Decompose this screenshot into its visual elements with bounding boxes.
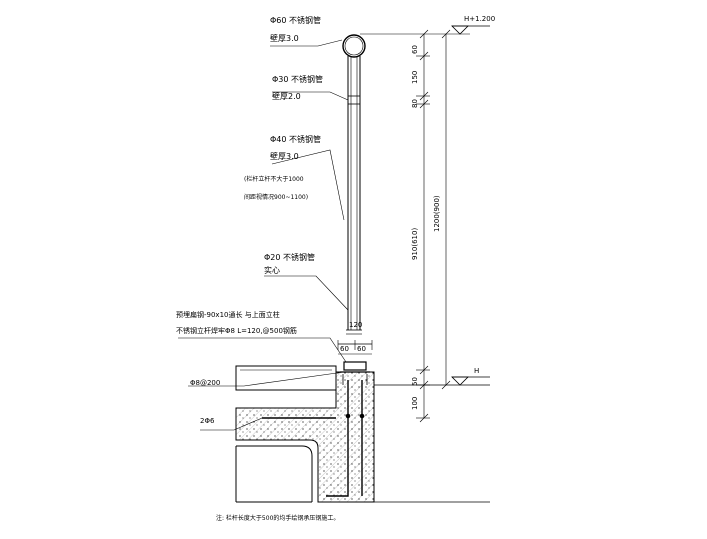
railing-post [346,56,362,331]
dim-150: 150 [411,70,419,84]
dim-910: 910(610) [411,227,419,260]
level-marker-top [451,25,490,35]
rebar-count-label: 2Φ6 [200,417,215,425]
handrail-pipe-60 [342,34,366,58]
dim-60-top: 60 [411,45,419,54]
pipe40-wall-label: 壁厚3.0 [270,152,299,161]
dimension-chain-base [338,333,372,355]
pipe20-name-label: Φ20 不锈钢管 [264,253,316,262]
dim-80: 80 [411,99,419,108]
rebar [262,380,365,497]
dim-100: 100 [411,396,419,410]
pipe30-name-label: Φ30 不锈钢管 [272,75,324,84]
footer-note: 注: 栏杆长度大于500的均手绘钢承压钢施工。 [216,515,340,522]
rebar-spacing-label: Φ8@200 [190,379,221,387]
embedded-plate-note-a: 预埋扁钢-90x10通长 与上面立柱 [176,311,280,319]
leader-lines [178,39,349,431]
dim-60-left: 60 [340,345,349,353]
step-finish-block [235,365,337,391]
ground-line [374,384,490,503]
level-top-label: H+1.200 [464,15,496,23]
pipe40-name-label: Φ40 不锈钢管 [270,135,322,144]
spacing-note-a: (栏杆立杆不大于1000 [244,176,304,183]
dim-60-right: 60 [357,345,366,353]
pipe30-wall-label: 壁厚2.0 [272,92,301,101]
spacing-note-b: 间距视情况900~1100) [244,194,309,201]
dim-50: 50 [411,377,419,386]
level-marker-base [451,376,490,386]
level-base-label: H [474,367,480,375]
dim-1200: 1200(900) [433,195,441,232]
pipe60-name-label: Φ60 不锈钢管 [270,16,322,25]
pipe60-wall-label: 壁厚3.0 [270,34,299,43]
dimension-chain-right [360,29,470,423]
embedded-plate-note-b: 不锈钢立杆焊牢Φ8 L=120,@500钢筋 [176,327,297,335]
concrete-section [235,371,375,503]
pipe20-fill-label: 实心 [264,266,280,275]
dim-120: 120 [349,321,363,329]
